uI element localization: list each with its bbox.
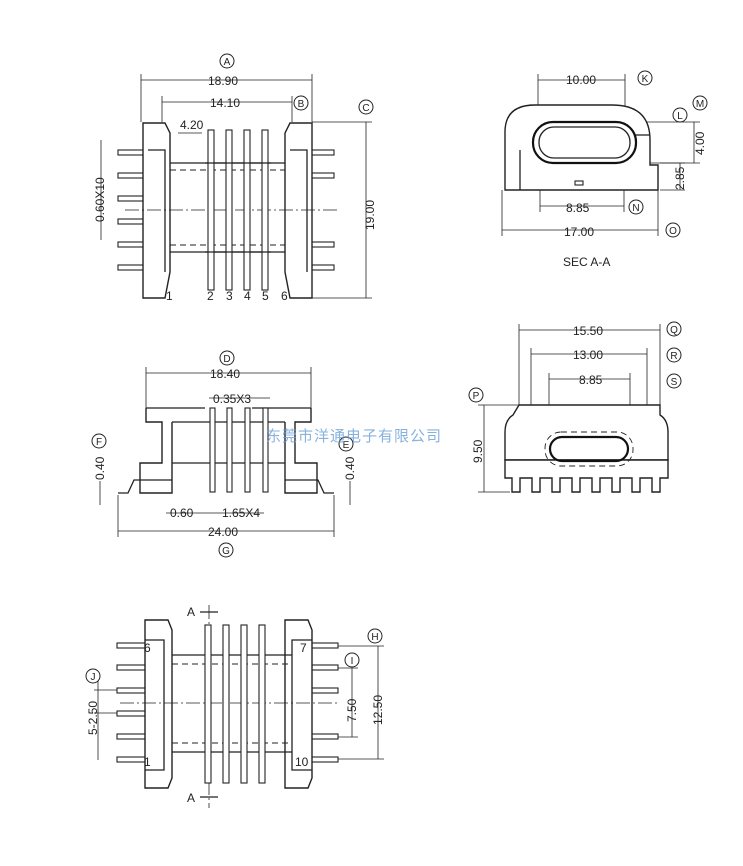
dim-front-right: 0.40 — [343, 456, 357, 480]
svg-text:L: L — [677, 111, 683, 122]
pin-label-1: 1 — [166, 289, 173, 303]
svg-text:P: P — [473, 391, 480, 402]
pin-label-2: 2 — [207, 289, 214, 303]
dim-pin-pitch: 0.60X10 — [93, 177, 107, 222]
section-mark-top: A — [187, 605, 195, 619]
bottom-view: A A — [85, 605, 385, 808]
dim-height: 19.00 — [363, 200, 377, 230]
dim-section-overall: 17.00 — [564, 225, 594, 239]
tag-m: M — [692, 95, 708, 111]
dim-flange-width: 4.20 — [180, 118, 204, 132]
svg-text:A: A — [224, 57, 231, 68]
dim-front-overall: 24.00 — [208, 525, 238, 539]
tag-d: D — [219, 350, 235, 366]
svg-text:I: I — [351, 656, 354, 667]
side-view: 15.50 13.00 8.85 9.50 Q R S P — [468, 321, 682, 493]
pin-label-3: 3 — [226, 289, 233, 303]
svg-text:K: K — [642, 74, 649, 85]
pin-label-6: 6 — [281, 289, 288, 303]
dim-side-a: 15.50 — [573, 324, 603, 338]
tag-h: H — [367, 628, 383, 644]
svg-text:E: E — [343, 440, 350, 451]
tag-r: R — [666, 347, 682, 363]
dim-bottom-inner: 7.50 — [345, 698, 359, 722]
tag-g: G — [218, 542, 234, 558]
dim-front-left: 0.40 — [93, 456, 107, 480]
pin-label-1b: 1 — [144, 755, 151, 769]
tag-a: A — [219, 53, 235, 69]
section-view: 10.00 8.85 17.00 4.00 2.85 SEC A-A K L M… — [501, 70, 708, 269]
dim-section-inner: 8.85 — [566, 201, 590, 215]
tag-p: P — [468, 387, 484, 403]
pin-label-7: 7 — [300, 641, 307, 655]
svg-text:M: M — [696, 99, 704, 110]
dim-side-height: 9.50 — [471, 439, 485, 463]
svg-text:G: G — [222, 546, 230, 557]
tag-n: N — [628, 199, 644, 215]
svg-text:F: F — [96, 437, 102, 448]
svg-text:O: O — [669, 226, 677, 237]
dim-side-c: 8.85 — [579, 373, 603, 387]
pin-label-10: 10 — [295, 755, 309, 769]
front-view: 18.40 0.35X3 0.40 0.40 0.60 1.65X4 24.00… — [91, 350, 357, 558]
dim-section-right-h: 4.00 — [693, 131, 707, 155]
tag-o: O — [665, 222, 681, 238]
pin-label-4: 4 — [244, 289, 251, 303]
svg-text:B: B — [298, 99, 305, 110]
top-view: 18.90 14.10 4.20 19.00 0.60X10 A B C 1 2… — [93, 53, 377, 303]
tag-j: J — [85, 668, 101, 684]
tag-q: Q — [666, 321, 682, 337]
dim-pin-width: 0.60 — [170, 506, 194, 520]
watermark: 东莞市洋通电子有限公司 — [266, 427, 442, 445]
dim-side-b: 13.00 — [573, 348, 603, 362]
dim-section-top: 10.00 — [566, 73, 596, 87]
tag-k: K — [637, 70, 653, 86]
svg-text:N: N — [632, 203, 639, 214]
dim-fin-thickness: 0.35X3 — [213, 392, 251, 406]
tag-e: E — [338, 436, 354, 452]
pin-label-6b: 6 — [144, 641, 151, 655]
tag-c: C — [358, 99, 374, 115]
tag-b: B — [293, 95, 309, 111]
svg-text:J: J — [91, 672, 96, 683]
dim-fin-pitch: 1.65X4 — [222, 506, 260, 520]
svg-text:H: H — [371, 632, 378, 643]
section-mark-bottom: A — [187, 791, 195, 805]
svg-text:Q: Q — [670, 325, 678, 336]
tag-i: I — [344, 652, 360, 668]
dim-front-top: 18.40 — [210, 367, 240, 381]
tag-s: S — [666, 373, 682, 389]
tag-f: F — [91, 433, 107, 449]
section-title: SEC A-A — [563, 255, 610, 269]
dim-bottom-outer: 12.50 — [371, 695, 385, 725]
svg-text:R: R — [670, 351, 677, 362]
svg-text:D: D — [223, 354, 230, 365]
dim-inner-width: 14.10 — [210, 96, 240, 110]
svg-text:S: S — [671, 377, 678, 388]
dim-overall-width: 18.90 — [208, 74, 238, 88]
dim-section-right-l: 2.85 — [673, 166, 687, 190]
tag-l: L — [672, 107, 688, 123]
dim-bottom-left: 5-2.50 — [86, 701, 100, 735]
svg-text:C: C — [362, 103, 369, 114]
pin-label-5: 5 — [262, 289, 269, 303]
